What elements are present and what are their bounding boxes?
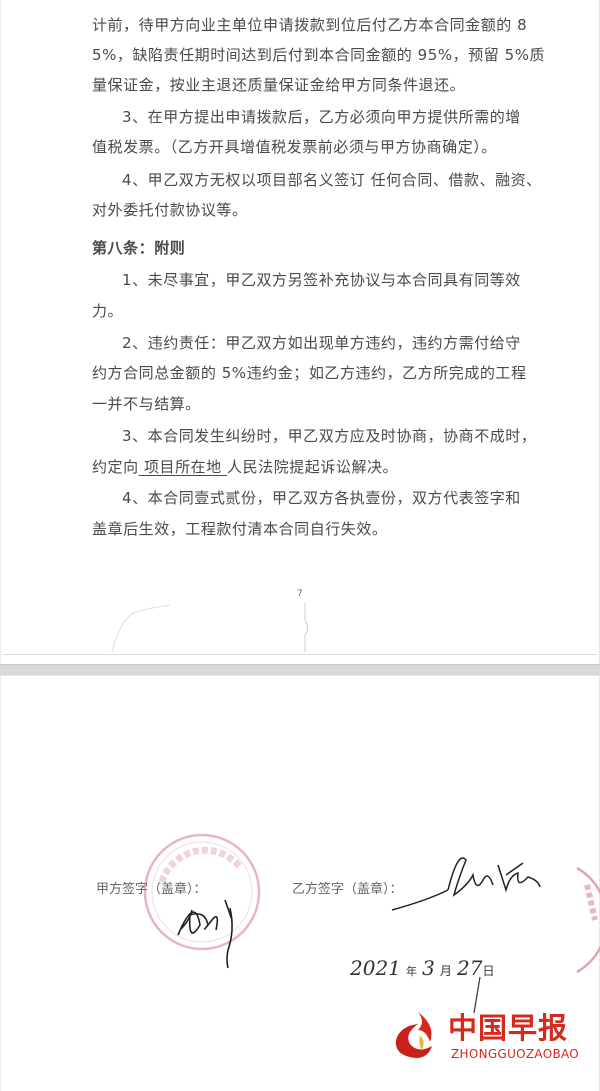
body-line: 值税发票。（乙方开具增值税发票前必须与甲方协商确定）。 <box>92 138 497 156</box>
page-number: 7 <box>297 589 303 599</box>
page-bottom-line <box>3 654 597 655</box>
page-separator <box>0 664 600 676</box>
company-stamp-right <box>576 866 600 974</box>
body-line: 5%，缺陷责任期时间达到后付到本合同金额的 95%，预留 5%质 <box>92 46 546 64</box>
date-month-unit: 月 <box>439 964 452 978</box>
signing-date: 2021 年 3 月 27日 <box>350 956 495 984</box>
court-suffix: 人民法院提起诉讼解决。 <box>227 458 399 476</box>
date-stroke <box>473 976 481 1014</box>
date-month: 3 <box>422 956 435 980</box>
party-b-signature <box>391 857 541 911</box>
body-line: 一并不与结算。 <box>92 395 201 413</box>
court-prefix: 约定向 <box>92 458 139 476</box>
appendix-clause-4: 4、本合同壹式贰份，甲乙双方各执壹份，双方代表签字和 <box>122 489 521 507</box>
company-stamp-left <box>143 833 261 951</box>
appendix-clause-3: 3、本合同发生纠纷时，甲乙双方应及时协商，协商不成时， <box>122 427 537 445</box>
appendix-clause-1: 1、未尽事宜，甲乙双方另签补充协议与本合同具有同等效 <box>122 271 521 289</box>
appendix-clause-2: 2、违约责任：甲乙双方如出现单方违约，违约方需付给守 <box>122 334 521 352</box>
page-edge-left <box>0 0 1 1091</box>
body-line: 盖章后生效，工程款付清本合同自行失效。 <box>92 520 388 538</box>
bleed-through-marks <box>111 603 308 653</box>
clause-3: 3、在甲方提出申请拨款后，乙方必须向甲方提供所需的增 <box>122 108 521 126</box>
date-day-unit: 日 <box>482 964 495 978</box>
flame-logo-icon <box>395 1012 432 1058</box>
watermark-name: 中国早报 <box>448 1011 569 1045</box>
section-heading: 第八条：附则 <box>92 239 186 257</box>
court-line: 约定向 项目所在地 人民法院提起诉讼解决。 <box>92 458 398 476</box>
party-a-signature <box>177 899 233 969</box>
court-location: 项目所在地 <box>138 458 228 476</box>
clause-4: 4、甲乙双方无权以项目部名义签订 任何合同、借款、融资、 <box>122 171 542 189</box>
body-line: 对外委托付款协议等。 <box>92 201 248 219</box>
date-day: 27 <box>457 956 483 980</box>
body-line: 约方合同总金额的 5%违约金；如乙方违约，乙方所完成的工程 <box>92 364 527 382</box>
watermark-pinyin: ZHONGGUOZAOBAO <box>451 1047 580 1061</box>
date-year: 2021 <box>350 956 401 980</box>
party-b-signature-label: 乙方签字（盖章）： <box>292 882 403 897</box>
body-line: 计前，待甲方向业主单位申请拨款到位后付乙方本合同金额的 8 <box>92 16 528 34</box>
body-line: 量保证金，按业主退还质量保证金给甲方同条件退还。 <box>92 76 466 94</box>
body-line: 力。 <box>92 302 124 320</box>
party-a-signature-label: 甲方签字（盖章）： <box>96 882 207 897</box>
date-year-unit: 年 <box>406 965 417 978</box>
